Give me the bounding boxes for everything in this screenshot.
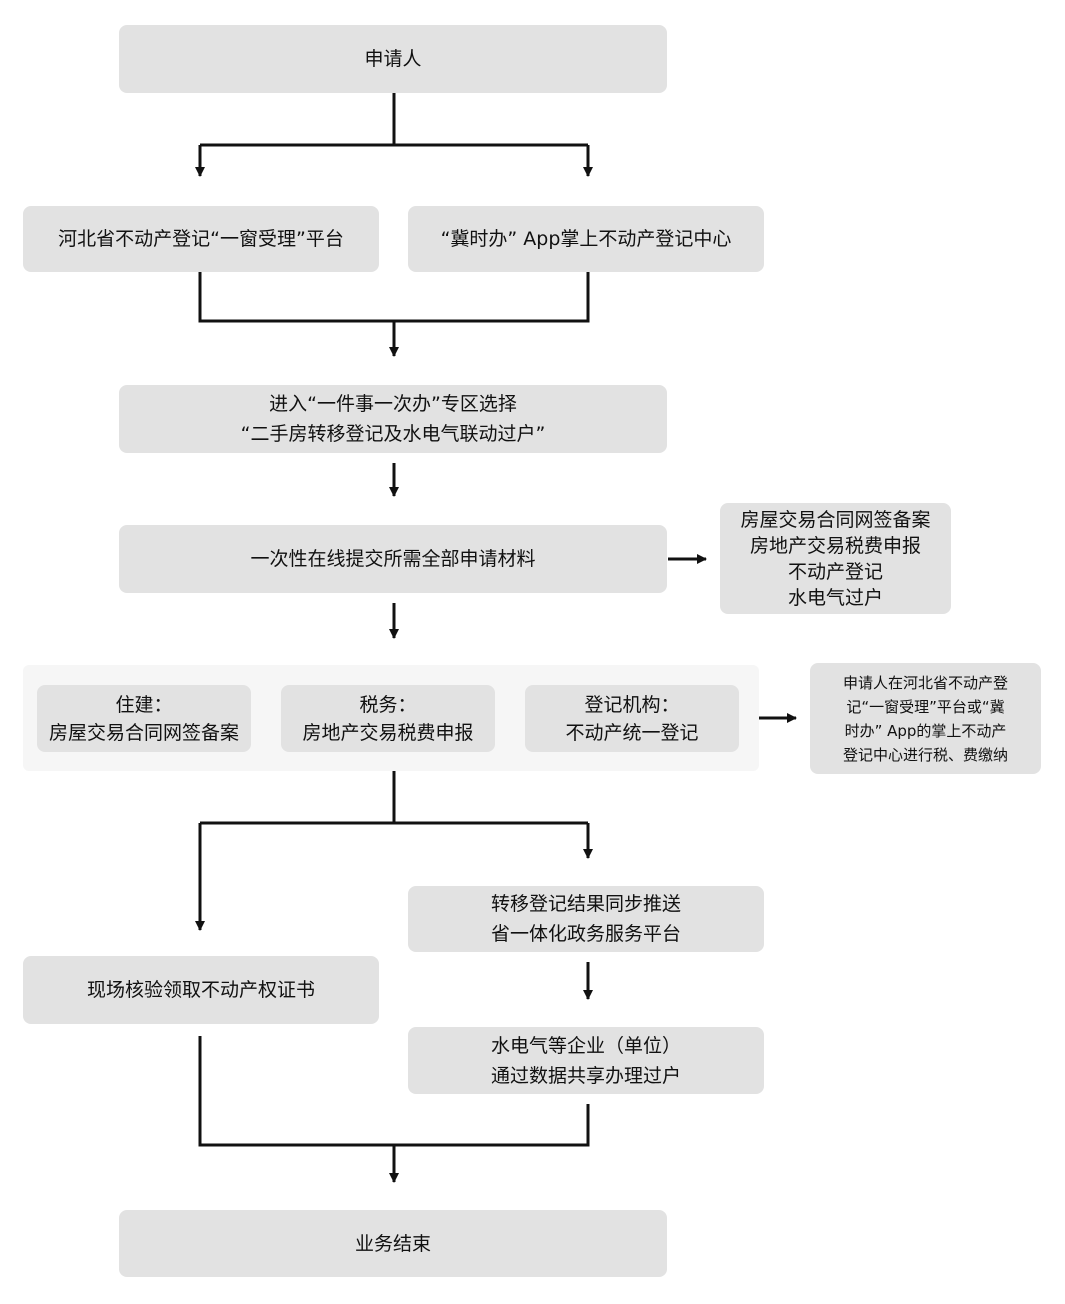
node-covered-items: 房屋交易合同网签备案 房地产交易税费申报 不动产登记 水电气过户 <box>720 503 951 614</box>
node-applicant: 申请人 <box>119 25 667 93</box>
dept-tax-task: 房地产交易税费申报 <box>302 721 474 744</box>
node-platform-window: 河北省不动产登记“一窗受理”平台 <box>23 206 379 272</box>
push-result-line1: 转移登记结果同步推送 <box>490 893 681 915</box>
node-enter-zone-line2: “二手房转移登记及水电气联动过户” <box>240 423 546 445</box>
covered-item: 水电气过户 <box>787 586 883 609</box>
dept-registry-title: 登记机构： <box>584 693 680 716</box>
node-applicant-label: 申请人 <box>364 48 422 70</box>
tax-payment-line: 时办” App的掌上不动产 <box>844 721 1007 740</box>
node-push-result: 转移登记结果同步推送 省一体化政务服务平台 <box>408 886 764 952</box>
covered-item: 房地产交易税费申报 <box>749 534 921 557</box>
covered-item: 房屋交易合同网签备案 <box>740 508 931 531</box>
tax-payment-line: 申请人在河北省不动产登 <box>842 673 1008 692</box>
connector-applicant-split <box>200 93 588 147</box>
node-platform-window-label: 河北省不动产登记“一窗受理”平台 <box>58 228 344 250</box>
node-utilities-transfer: 水电气等企业（单位） 通过数据共享办理过户 <box>408 1027 764 1094</box>
connector-departments-split <box>200 771 588 825</box>
node-end: 业务结束 <box>119 1210 667 1277</box>
tax-payment-line: 登记中心进行税、费缴纳 <box>842 745 1008 764</box>
node-onsite-certificate: 现场核验领取不动产权证书 <box>23 956 379 1024</box>
node-submit-materials: 一次性在线提交所需全部申请材料 <box>119 525 667 593</box>
dept-registry-task: 不动产统一登记 <box>565 721 699 744</box>
utilities-transfer-line1: 水电气等企业（单位） <box>490 1034 681 1057</box>
node-platform-app-label: “冀时办” App掌上不动产登记中心 <box>440 228 732 250</box>
push-result-line2: 省一体化政务服务平台 <box>490 923 681 945</box>
utilities-transfer-line2: 通过数据共享办理过户 <box>490 1064 681 1087</box>
node-onsite-certificate-label: 现场核验领取不动产权证书 <box>86 979 315 1001</box>
node-platform-app: “冀时办” App掌上不动产登记中心 <box>408 206 764 272</box>
node-tax-payment: 申请人在河北省不动产登 记“一窗受理”平台或“冀 时办” App的掌上不动产 登… <box>810 663 1041 774</box>
node-enter-zone-line1: 进入“一件事一次办”专区选择 <box>269 393 517 415</box>
dept-housing-task: 房屋交易合同网签备案 <box>48 721 239 744</box>
node-dept-tax: 税务： 房地产交易税费申报 <box>281 685 495 752</box>
dept-housing-title: 住建： <box>115 693 173 716</box>
dept-tax-title: 税务： <box>359 693 417 716</box>
connector-platforms-merge <box>198 272 590 323</box>
tax-payment-line: 记“一窗受理”平台或“冀 <box>846 697 1005 716</box>
node-dept-registry: 登记机构： 不动产统一登记 <box>525 685 739 752</box>
node-enter-zone: 进入“一件事一次办”专区选择 “二手房转移登记及水电气联动过户” <box>119 385 667 453</box>
node-submit-materials-label: 一次性在线提交所需全部申请材料 <box>250 548 536 570</box>
node-dept-housing: 住建： 房屋交易合同网签备案 <box>37 685 251 752</box>
node-end-label: 业务结束 <box>354 1232 431 1255</box>
covered-item: 不动产登记 <box>787 560 883 583</box>
